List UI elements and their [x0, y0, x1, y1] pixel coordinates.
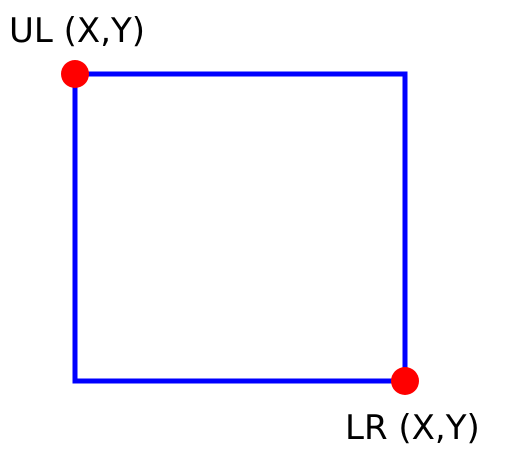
- lower-right-label: LR (X,Y): [345, 408, 480, 448]
- bounding-rectangle: [72, 71, 408, 384]
- lower-right-corner-point: [391, 367, 419, 395]
- upper-left-label: UL (X,Y): [9, 11, 146, 51]
- upper-left-corner-point: [61, 60, 89, 88]
